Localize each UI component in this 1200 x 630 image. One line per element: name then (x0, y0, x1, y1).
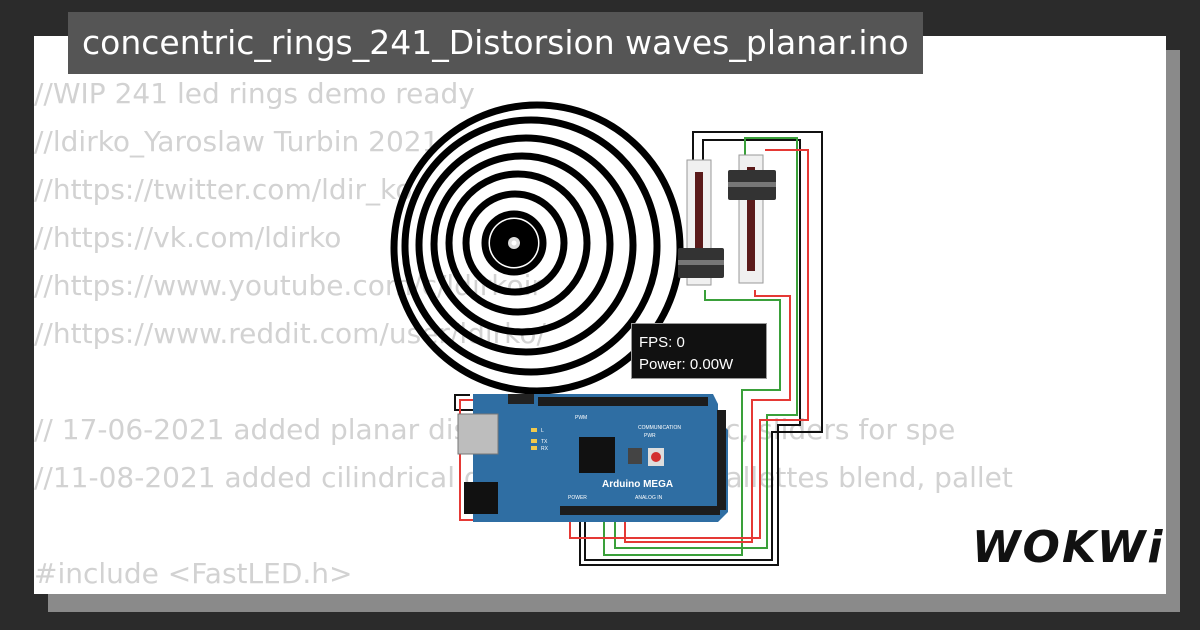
code-line: //WIP 241 led rings demo ready (34, 77, 475, 110)
led-rx-label: RX (541, 446, 549, 452)
slider-knob-line (728, 182, 776, 187)
power-readout: Power: 0.00W (639, 356, 734, 373)
usb-port (457, 413, 499, 455)
wire-black-2 (579, 139, 801, 566)
header-power-top (508, 394, 534, 404)
board-name: Arduino MEGA (602, 479, 673, 490)
pwm-label: PWM (575, 415, 587, 421)
header-analog-bottom (560, 506, 720, 515)
led-ring (401, 116, 661, 376)
slider-knob-line (678, 260, 724, 265)
arduino-mega-board[interactable]: Arduino MEGA PWM COMMUNICATION POWER ANA… (457, 394, 728, 522)
center-led-highlight (511, 240, 517, 246)
analog-in-label: ANALOG IN (635, 495, 663, 501)
led-l-label: L (541, 428, 544, 434)
wire-red-1 (624, 290, 791, 543)
code-line: #include <FastLED.h> (34, 557, 353, 590)
code-line: //ldirko_Yaroslaw Turbin 2021 (34, 125, 440, 158)
communication-label: COMMUNICATION (638, 425, 681, 431)
wire-green-1 (603, 290, 781, 556)
reset-button[interactable] (651, 452, 661, 462)
header-side (717, 410, 726, 510)
led-ring (481, 210, 547, 276)
power-jack (464, 482, 498, 514)
led-rx-indicator (531, 446, 537, 450)
project-title: concentric_rings_241_Distorsion waves_pl… (68, 12, 923, 74)
led-ring (430, 152, 614, 336)
wire-black-1 (584, 131, 823, 561)
wokwi-logo: WOKWi (972, 522, 1165, 573)
slider-track (747, 167, 755, 271)
led-rings (390, 101, 684, 395)
slider-track (695, 172, 703, 272)
fps-readout: FPS: 0 (639, 334, 685, 351)
power-label: POWER (568, 495, 587, 501)
code-line: //https://twitter.com/ldir_ko (34, 173, 413, 206)
slide-potentiometer-1[interactable] (678, 159, 724, 286)
mcu-chip (579, 437, 615, 473)
led-ring (445, 170, 591, 316)
led-ring (462, 190, 568, 296)
led-tx-indicator (531, 439, 537, 443)
code-line: //https://vk.com/ldirko (34, 221, 342, 254)
slide-potentiometer-2[interactable] (728, 154, 776, 284)
icsp-header (628, 448, 642, 464)
led-tx-label: TX (541, 439, 548, 445)
header-digital-top (538, 397, 708, 406)
led-l-indicator (531, 428, 537, 432)
wire-green-2 (614, 137, 798, 549)
led-ring (415, 134, 637, 356)
wire-red-2 (569, 149, 809, 539)
wires (454, 131, 823, 566)
pwr-label: PWR (644, 433, 656, 439)
fps-overlay: FPS: 0 Power: 0.00W (631, 323, 767, 379)
